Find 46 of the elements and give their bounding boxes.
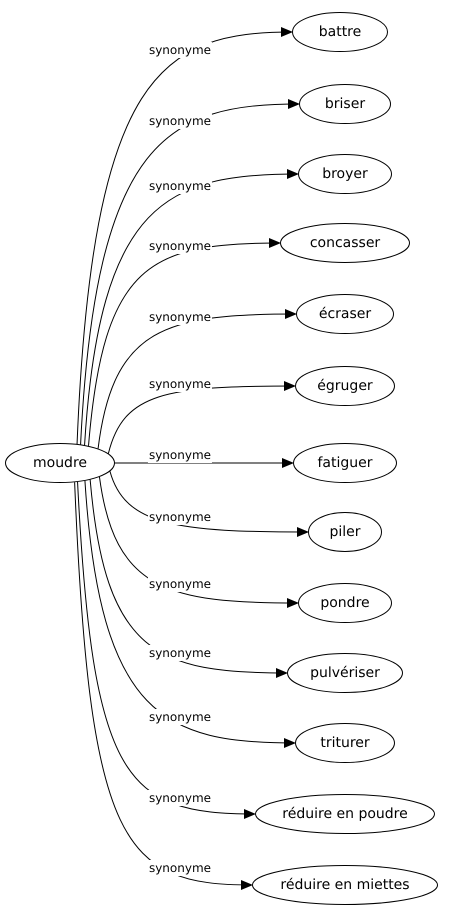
node-label: pulvériser [310, 665, 380, 681]
arrow [98, 476, 299, 608]
node-label: briser [324, 96, 366, 112]
node-label: réduire en poudre [282, 806, 408, 822]
edge-label: synonyme [148, 576, 212, 592]
ellipse-node [308, 512, 382, 552]
ellipse-node [280, 223, 410, 263]
edge-label: synonyme [148, 112, 212, 129]
ellipse-node [295, 723, 395, 763]
arrow [84, 169, 299, 446]
ellipse-node [299, 84, 391, 124]
ellipse-node [292, 12, 388, 52]
edge-label: synonyme [148, 790, 212, 806]
edge-label: synonyme [148, 645, 212, 662]
node-label: fatiguer [317, 455, 372, 471]
node-label: égruger [317, 378, 373, 394]
arrow [90, 479, 288, 678]
node-label: concasser [310, 235, 380, 251]
ellipse-node [293, 443, 397, 483]
ellipse-node [287, 653, 403, 693]
ellipse-node [296, 294, 394, 334]
arrow [84, 480, 296, 748]
arrow [74, 482, 253, 890]
node-label: moudre [32, 455, 88, 471]
node-label: broyer [322, 166, 368, 182]
node-label: triturer [320, 735, 370, 751]
ellipse-node [298, 583, 392, 623]
node-label: battre [318, 24, 362, 40]
ellipse-node [5, 443, 115, 483]
node-label: pondre [320, 595, 370, 611]
ellipse-node [298, 154, 392, 194]
arrow [98, 309, 297, 450]
node-label: réduire en miettes [280, 877, 410, 893]
arrow [77, 481, 256, 819]
edge-label: synonyme [148, 860, 212, 876]
edge-label: synonyme [148, 42, 212, 58]
node-label: écraser [318, 306, 372, 322]
ellipse-node [252, 865, 438, 905]
arrow [76, 27, 293, 444]
arrow [88, 238, 281, 446]
node-label: piler [329, 524, 361, 540]
arrow [114, 458, 294, 468]
ellipse-node [295, 366, 395, 406]
ellipse-node [255, 794, 435, 834]
edge-label: synonyme [148, 708, 212, 725]
arrow [80, 99, 300, 445]
